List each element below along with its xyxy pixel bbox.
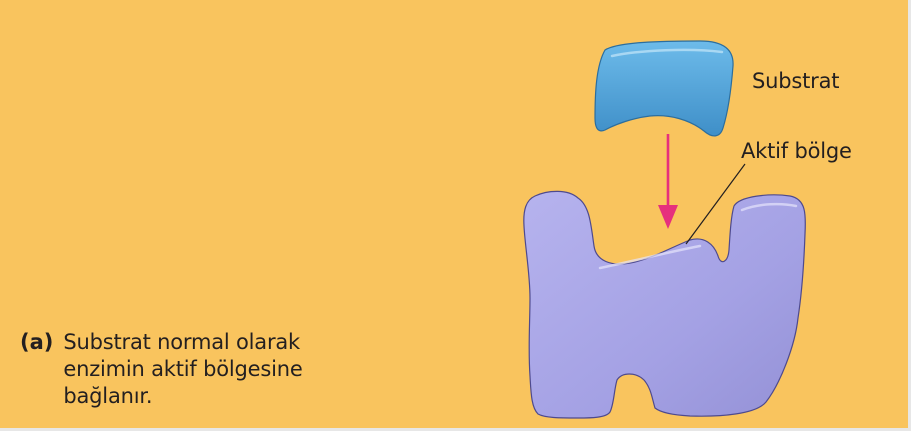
substrate-label: Substrat xyxy=(752,68,839,94)
binding-arrow-head xyxy=(658,205,678,229)
active-site-label: Aktif bölge xyxy=(741,138,852,164)
enzyme-shape xyxy=(524,191,806,418)
caption-text: Substrat normal olarak enzimin aktif böl… xyxy=(63,329,302,410)
caption-line: enzimin aktif bölgesine xyxy=(63,356,302,383)
caption-marker: (a) xyxy=(20,329,53,356)
caption-line: bağlanır. xyxy=(63,383,302,410)
figure-caption: (a) Substrat normal olarak enzimin aktif… xyxy=(20,329,303,410)
caption-line: Substrat normal olarak xyxy=(63,329,302,356)
